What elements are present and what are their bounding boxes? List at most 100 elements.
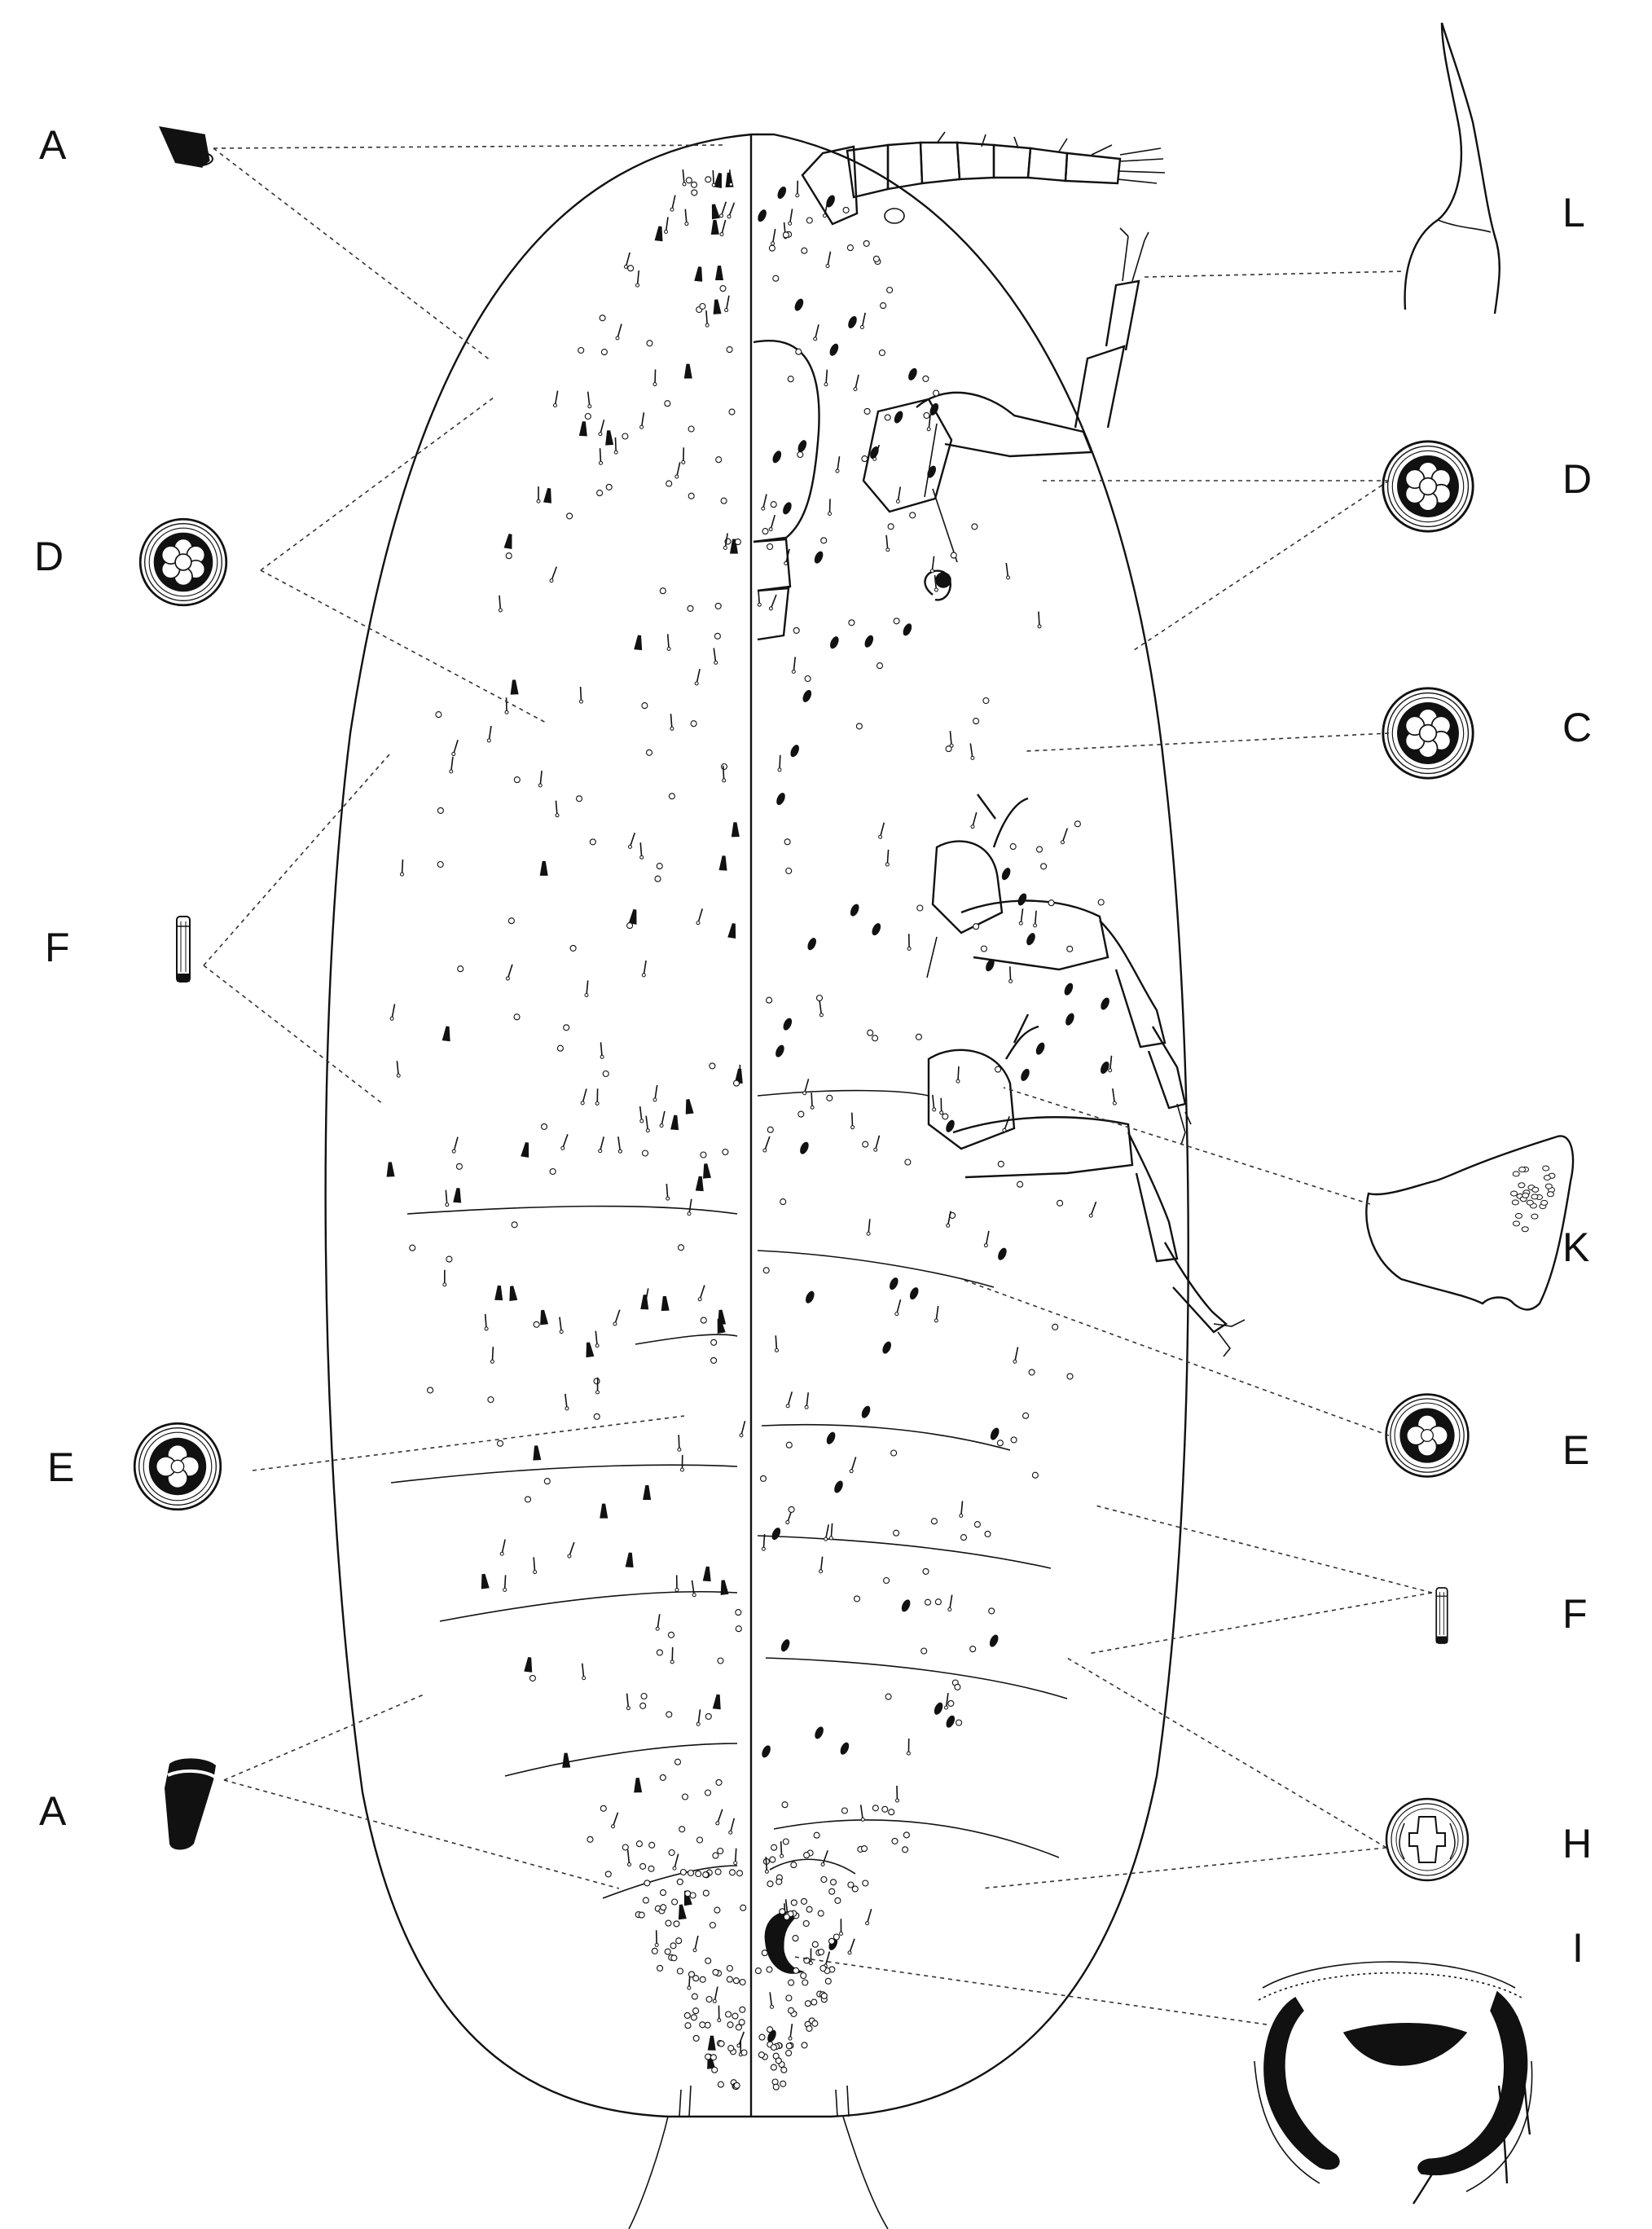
conical-seta — [385, 1162, 395, 1177]
small-pore — [860, 1845, 868, 1853]
small-pore — [685, 177, 692, 184]
small-pore — [638, 1911, 645, 1919]
small-pore — [679, 1868, 687, 1876]
small-pore — [787, 2007, 795, 2014]
small-pore — [684, 2022, 692, 2029]
small-pore — [524, 1496, 532, 1503]
conical-seta — [494, 1285, 503, 1301]
body-seta — [955, 1066, 960, 1084]
oral-collar-duct — [1019, 1067, 1031, 1083]
small-pore — [654, 875, 661, 882]
small-pore — [828, 1937, 836, 1945]
body-seta — [556, 1316, 565, 1334]
oral-collar-duct — [775, 791, 787, 807]
body-seta — [486, 725, 492, 743]
small-pore — [969, 1646, 977, 1653]
oral-collar-duct — [1000, 866, 1013, 881]
small-pore — [740, 2049, 748, 2056]
small-pore — [934, 1598, 942, 1606]
small-pore — [766, 1966, 773, 1973]
small-pore — [787, 376, 794, 383]
body-seta — [441, 1268, 447, 1287]
oral-collar-duct — [901, 622, 914, 637]
oral-collar-duct — [770, 1526, 783, 1541]
oral-collar-duct — [995, 1246, 1008, 1262]
body-seta — [787, 208, 793, 226]
small-pore — [872, 1805, 879, 1812]
coxal-pore — [1531, 1186, 1540, 1193]
coxal-pore — [1531, 1194, 1539, 1200]
body-seta — [499, 1538, 506, 1557]
hind-leg — [927, 1013, 1246, 1357]
small-pore — [622, 1844, 629, 1851]
conical-seta — [584, 1342, 595, 1358]
pore-detail-H — [1385, 1797, 1470, 1882]
body-seta — [495, 595, 503, 613]
body-seta — [823, 1950, 831, 1969]
body-seta — [760, 1533, 767, 1552]
conical-seta-detail-A-top — [159, 126, 213, 169]
coxal-pore — [1540, 1199, 1549, 1206]
small-pore — [973, 923, 980, 930]
body-seta — [1012, 1346, 1019, 1365]
body-seta — [818, 1555, 824, 1574]
small-pore — [668, 793, 675, 800]
body-seta — [696, 1708, 701, 1727]
body-seta — [846, 1937, 855, 1955]
small-pore — [788, 1506, 795, 1513]
coxal-pore — [1513, 1220, 1520, 1227]
small-pore — [725, 2011, 732, 2018]
small-pore — [800, 1972, 807, 1980]
body-seta — [723, 294, 730, 313]
body-seta — [662, 1183, 670, 1202]
small-pore — [622, 433, 629, 440]
small-pore — [690, 720, 697, 728]
oral-collar-duct — [1098, 1060, 1111, 1075]
oral-collar-duct — [932, 1701, 945, 1717]
small-pore — [487, 1396, 494, 1404]
body-seta — [702, 310, 710, 328]
oral-collar-duct — [801, 688, 814, 704]
coxal-pore — [1510, 1190, 1518, 1197]
small-pore — [888, 1809, 895, 1816]
small-pore — [690, 2014, 697, 2021]
small-pore — [785, 1994, 793, 2002]
multilocular-pore-detail-D-left — [138, 517, 228, 607]
conical-seta — [709, 203, 720, 220]
small-pore — [853, 1595, 861, 1603]
coxal-pore — [1521, 1226, 1529, 1233]
coxal-pore — [1518, 1167, 1527, 1172]
tubular-duct-detail-F-right — [1435, 1587, 1448, 1644]
small-pore — [659, 1774, 666, 1781]
small-pore — [732, 1977, 740, 1985]
body-seta — [714, 2004, 722, 2023]
small-pore — [783, 1913, 790, 1921]
coxal-pore — [1511, 1199, 1519, 1206]
oral-collar-duct — [806, 936, 819, 952]
body-seta — [687, 1198, 692, 1216]
anal-ring-in-situ — [764, 1858, 856, 1974]
label-H: H — [1562, 1821, 1592, 1866]
body-seta — [597, 418, 605, 437]
small-pore — [861, 455, 868, 463]
conical-seta — [479, 1573, 490, 1589]
small-pore — [996, 1440, 1004, 1447]
small-pore — [660, 1904, 667, 1911]
oral-collar-duct — [775, 185, 789, 200]
body-seta — [905, 933, 912, 952]
oral-collar-duct — [756, 208, 769, 223]
body-seta — [866, 1218, 871, 1237]
conical-seta — [676, 1904, 687, 1920]
small-pore — [457, 965, 464, 973]
conical-seta — [718, 1579, 729, 1595]
oral-collar-duct — [1099, 996, 1112, 1012]
small-pore — [841, 1807, 848, 1814]
conical-seta-detail-A-bottom — [165, 1758, 216, 1850]
small-pore — [735, 1625, 742, 1633]
oral-collar-duct — [803, 1290, 816, 1305]
small-pore — [600, 1805, 607, 1812]
small-pore — [505, 552, 512, 560]
small-pore — [714, 1906, 721, 1914]
body-seta — [612, 1308, 621, 1327]
small-pore — [806, 2025, 813, 2032]
